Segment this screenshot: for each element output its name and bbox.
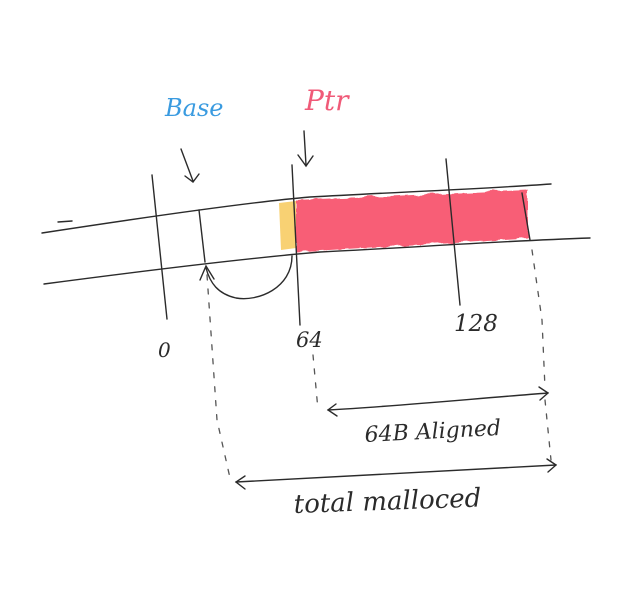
total-span-right-head-icon — [546, 458, 558, 473]
alignment-padding-region — [279, 201, 296, 250]
divider-base — [198, 209, 206, 263]
ptr-to-base-arrowhead-icon — [199, 264, 215, 281]
aligned-span-left-head-icon — [326, 403, 338, 417]
total-span-left-head-icon — [234, 475, 246, 490]
tick-label-128: 128 — [454, 311, 498, 337]
ptr-arrow-icon — [297, 130, 314, 168]
total-span-arrow — [235, 464, 557, 483]
extension-64 — [312, 354, 319, 411]
extension-base — [206, 274, 231, 479]
base-arrow-icon — [180, 148, 200, 183]
aligned-memory-region — [296, 190, 528, 252]
base-label: Base — [164, 94, 223, 122]
divider-end — [521, 192, 531, 241]
extension-end-total — [544, 399, 552, 461]
aligned-span-label: 64B Aligned — [364, 416, 502, 448]
ptr-label: Ptr — [304, 84, 350, 117]
divider-64 — [291, 164, 301, 326]
memory-edge-left-tick — [57, 220, 73, 223]
memory-top-edge — [41, 183, 552, 234]
total-span-label: total malloced — [293, 483, 482, 520]
tick-label-64: 64 — [296, 328, 323, 352]
divider-0 — [151, 174, 168, 320]
divider-128 — [445, 158, 461, 306]
memory-bottom-edge — [43, 237, 591, 285]
tick-label-0: 0 — [158, 338, 171, 362]
ptr-to-base-curve — [205, 255, 293, 300]
extension-end-aligned — [531, 249, 546, 389]
aligned-span-right-head-icon — [538, 386, 550, 401]
aligned-span-arrow — [327, 392, 549, 411]
